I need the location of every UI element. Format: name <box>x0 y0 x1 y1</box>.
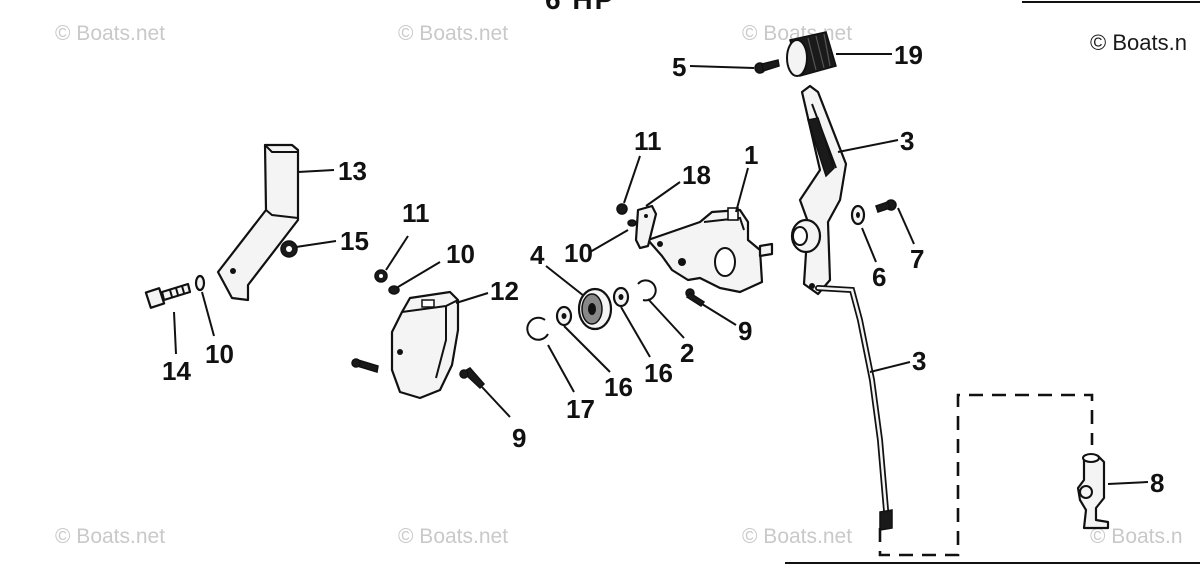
washer-part-10 <box>627 219 637 227</box>
bolt-part-14 <box>144 282 192 309</box>
watermark: © Boats.n <box>1090 30 1187 55</box>
watermark: © Boats.net <box>742 525 853 548</box>
watermark: © Boats.n <box>1090 525 1183 548</box>
callout-3: 3 <box>900 126 914 156</box>
bracket-part-1 <box>646 207 774 294</box>
nut-part-11 <box>616 203 628 215</box>
callout-10: 10 <box>564 238 593 268</box>
callout-5: 5 <box>672 52 686 82</box>
callout-16: 16 <box>604 372 633 402</box>
callout-6: 6 <box>872 262 886 292</box>
plate-part-18 <box>634 204 658 250</box>
callout-11: 11 <box>402 198 430 228</box>
screw-part-9 <box>685 288 706 308</box>
pulley-part-4 <box>577 287 613 331</box>
clip-part-2 <box>637 279 657 302</box>
leader-lines <box>173 53 1149 485</box>
lever-part-3 <box>790 84 848 296</box>
clip-part-17 <box>526 316 549 341</box>
screw <box>351 358 379 373</box>
callout-14: 14 <box>162 356 191 386</box>
callout-3: 3 <box>912 346 926 376</box>
screw-part-5 <box>754 59 780 74</box>
callout-18: 18 <box>682 160 711 190</box>
watermark: © Boats.net <box>398 525 509 548</box>
watermark: © Boats.net <box>55 22 166 45</box>
nut-part-15 <box>280 240 298 258</box>
callout-12: 12 <box>490 276 519 306</box>
callout-2: 2 <box>680 338 694 368</box>
callout-10: 10 <box>205 339 234 369</box>
callout-17: 17 <box>566 394 595 424</box>
watermark: © Boats.net <box>55 525 166 548</box>
callout-9: 9 <box>738 316 752 346</box>
callout-13: 13 <box>338 156 367 186</box>
screw-part-7 <box>875 199 897 213</box>
callout-8: 8 <box>1150 468 1164 498</box>
callout-labels: 13 15 14 10 11 10 12 9 17 16 16 4 2 9 10… <box>162 40 1164 498</box>
watermark: © Boats.net <box>398 22 509 45</box>
rod-part-3 <box>815 285 893 531</box>
callout-19: 19 <box>894 40 923 70</box>
diagram-title: 6 HP <box>545 0 615 16</box>
housing-part-12 <box>390 290 460 400</box>
callout-9: 9 <box>512 423 526 453</box>
screw-part-9 <box>459 367 486 390</box>
callout-7: 7 <box>910 244 924 274</box>
washer-part-10 <box>388 285 400 295</box>
callout-4: 4 <box>530 240 545 270</box>
connector-part-8 <box>1076 453 1110 530</box>
bracket-part-13 <box>216 143 300 302</box>
callout-11: 11 <box>634 126 662 156</box>
washer-part-10 <box>194 274 206 292</box>
callout-1: 1 <box>744 140 758 170</box>
knob-part-19 <box>786 31 837 77</box>
dashed-connector <box>878 393 1094 557</box>
callout-10: 10 <box>446 239 475 269</box>
callout-15: 15 <box>340 226 369 256</box>
callout-16: 16 <box>644 358 673 388</box>
